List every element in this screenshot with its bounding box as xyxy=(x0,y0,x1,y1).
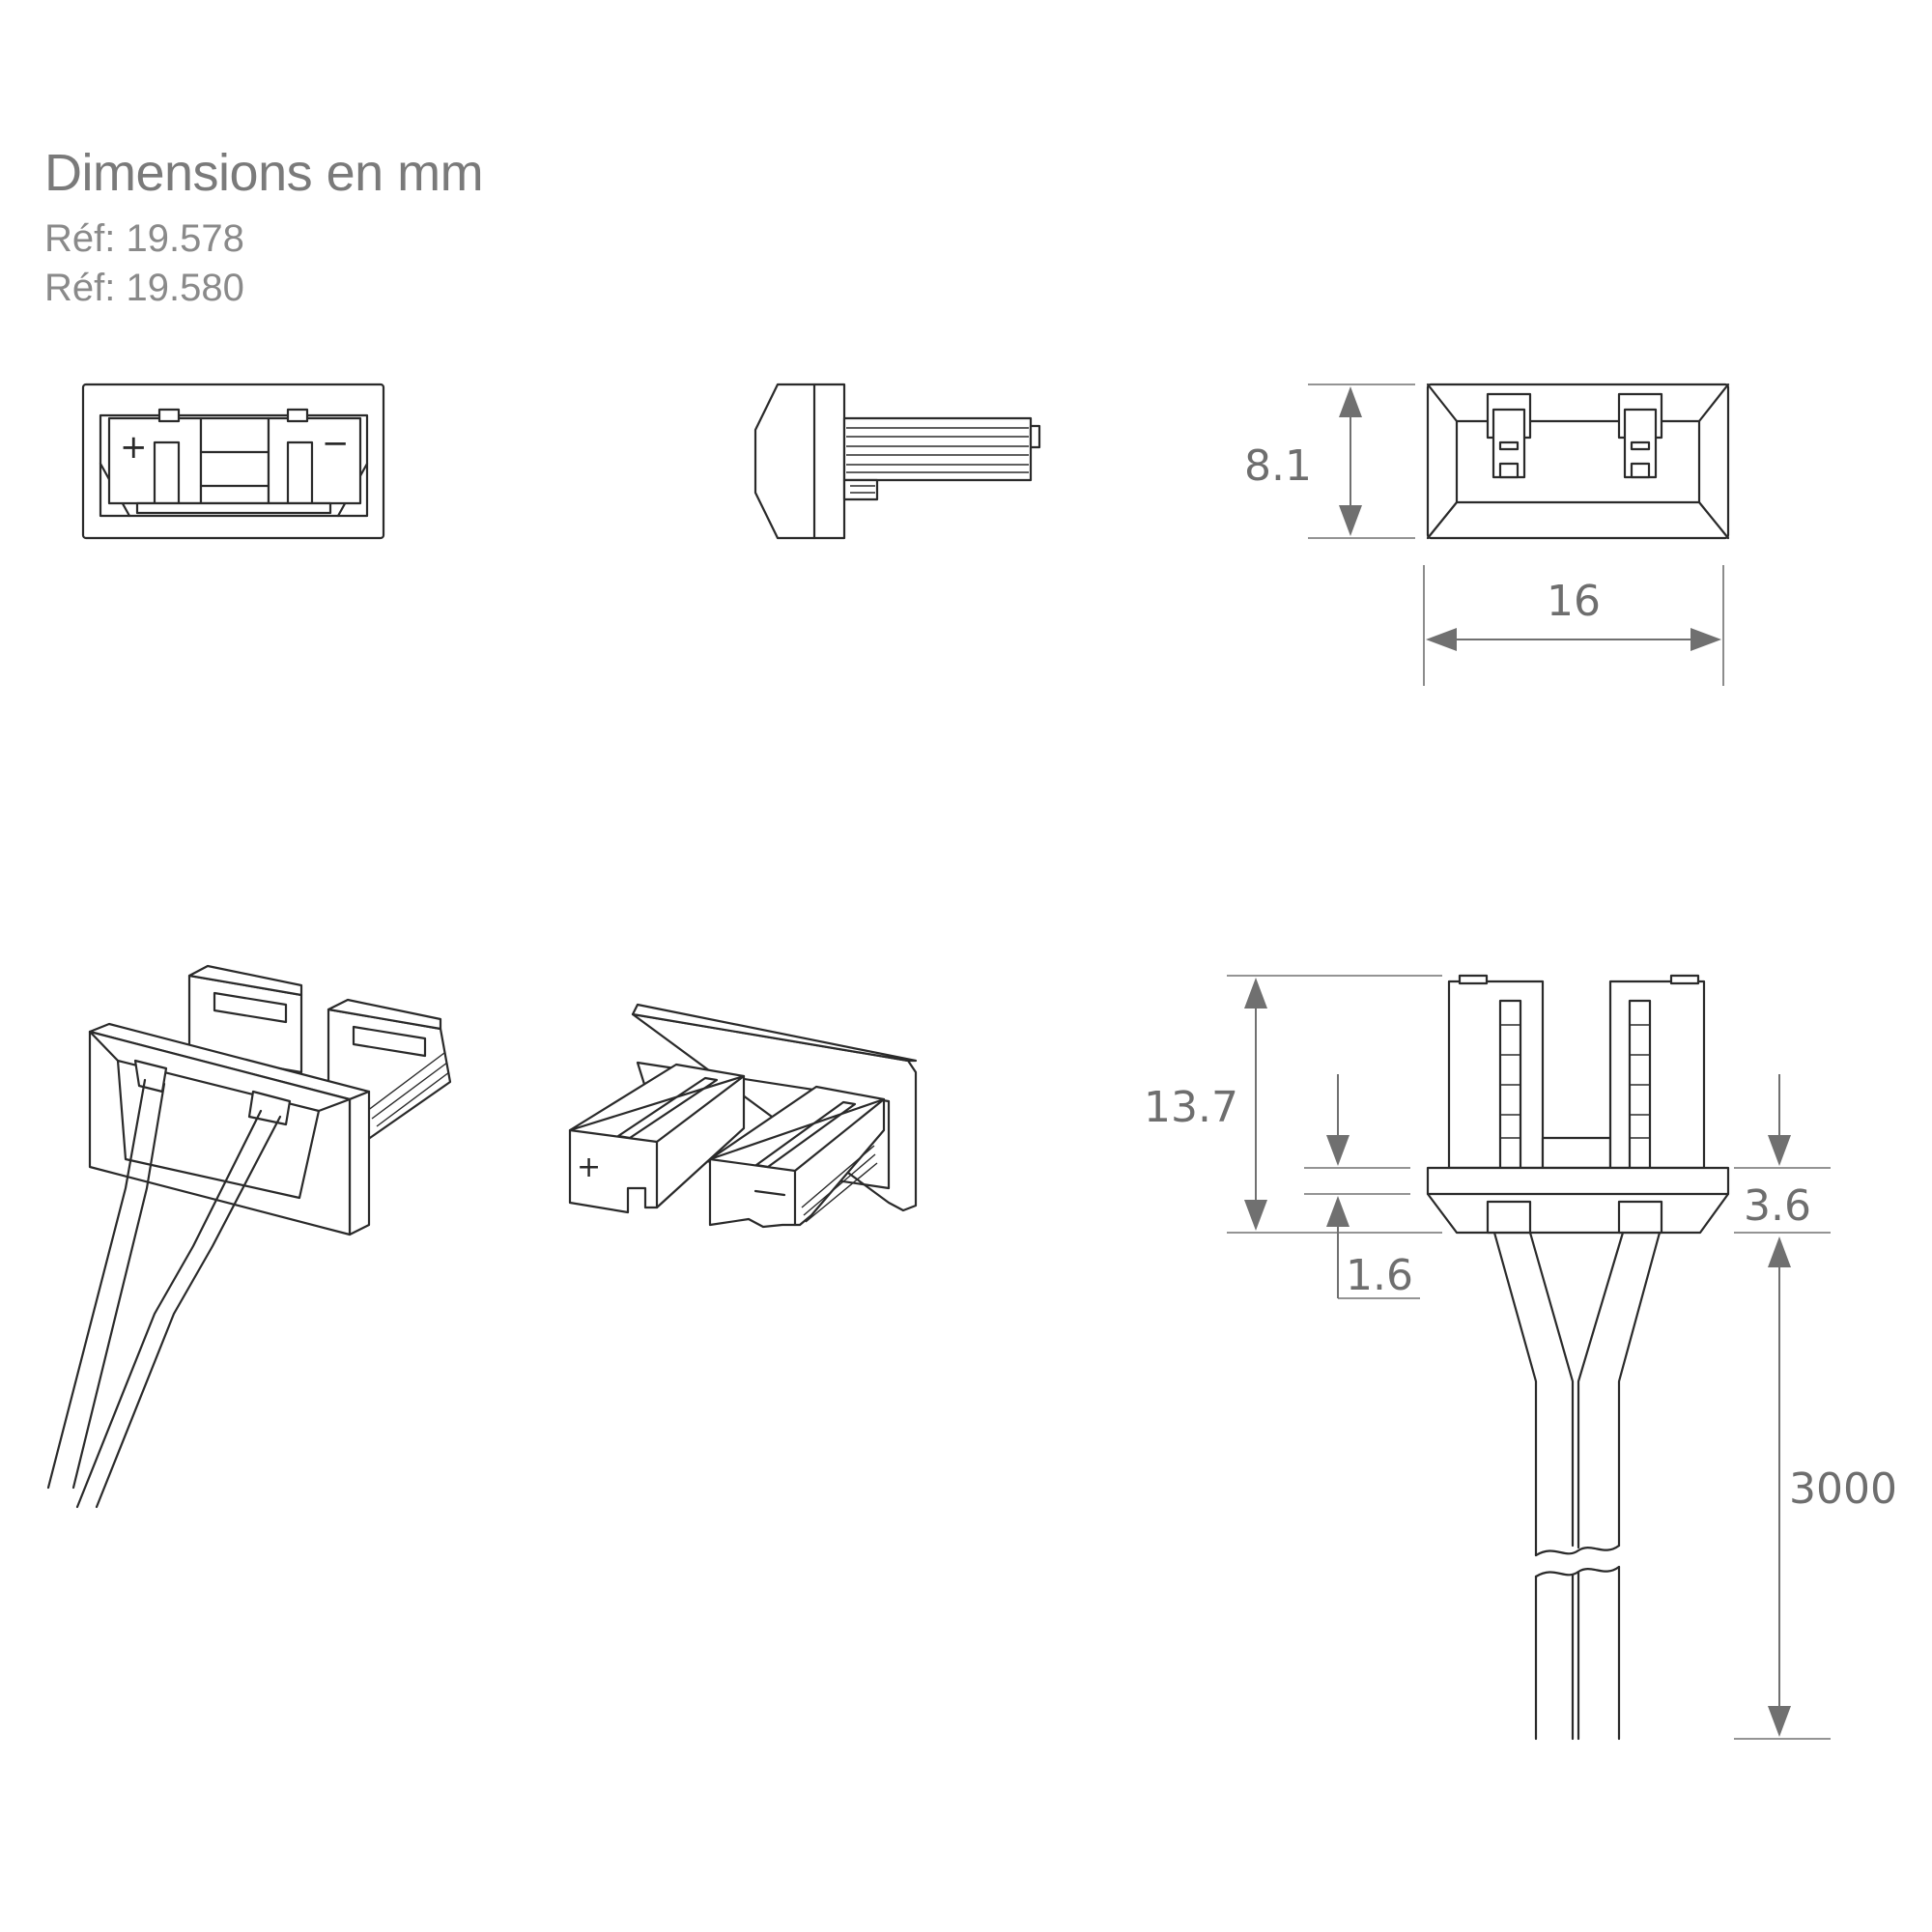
dim-offset-label: 1.6 xyxy=(1346,1251,1413,1300)
minus-symbol: − xyxy=(322,424,350,463)
side-section-view xyxy=(1426,974,1730,1741)
dimension-cable-3000: 3000 xyxy=(1734,1236,1897,1740)
front-view: + − xyxy=(81,383,385,540)
dimension-width-16: 16 xyxy=(1423,565,1724,686)
drawing-title: Dimensions en mm xyxy=(44,144,484,202)
isometric-view-rear: + xyxy=(568,1003,918,1229)
dim-height-label: 8.1 xyxy=(1244,441,1312,491)
dimension-offset-1-6: 1.6 xyxy=(1304,1074,1420,1300)
dimension-total-13-7: 13.7 xyxy=(1144,975,1442,1234)
reference-2: Réf: 19.580 xyxy=(44,267,244,309)
dim-total-height-label: 13.7 xyxy=(1144,1083,1238,1132)
isometric-view-cabled xyxy=(46,964,452,1509)
top-view xyxy=(1426,383,1730,540)
dim-cable-length-label: 3000 xyxy=(1789,1464,1897,1514)
iso-plus-symbol: + xyxy=(577,1151,601,1184)
side-view xyxy=(753,383,1041,540)
dim-flange-label: 3.6 xyxy=(1744,1181,1811,1231)
reference-1: Réf: 19.578 xyxy=(44,217,244,260)
plus-symbol: + xyxy=(120,428,148,467)
dimension-height-8-1: 8.1 xyxy=(1244,384,1415,539)
dim-width-label: 16 xyxy=(1547,577,1601,626)
dimension-flange-3-6: 3.6 xyxy=(1734,1074,1831,1234)
